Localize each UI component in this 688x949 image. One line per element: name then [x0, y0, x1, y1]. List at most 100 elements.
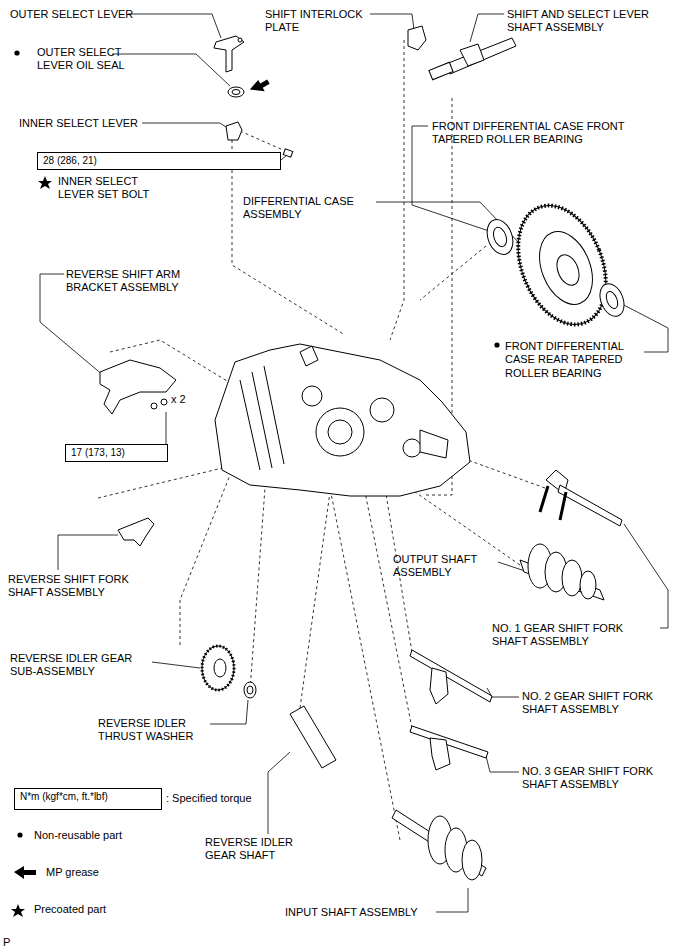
part-name: NO. 2 GEAR SHIFT FORK SHAFT ASSEMBLY: [522, 690, 682, 717]
transaxle-case: [302, 386, 322, 406]
transaxle-case: [403, 439, 421, 457]
no1-fork-shaft: [540, 470, 622, 526]
shift-select-shaft: [429, 38, 516, 80]
assembly-lines: [98, 465, 235, 498]
idler-gear-shaft: [290, 706, 336, 768]
legend-symbols: [11, 50, 500, 917]
reverse-idler-gear: [214, 659, 226, 677]
thrust-washer: [244, 682, 256, 698]
leader-lines: [58, 535, 118, 570]
no1-fork-shaft: [540, 486, 566, 520]
outer-select-lever: [214, 36, 244, 72]
leader-lines: [128, 14, 221, 38]
torque-box: N*m (kgf*cm, ft.*lbf): [14, 788, 162, 810]
part-name: NO. 3 GEAR SHIFT FORK SHAFT ASSEMBLY: [522, 765, 682, 792]
torque-box: 17 (173, 13): [65, 444, 168, 462]
part-name: SHIFT INTERLOCK PLATE: [265, 8, 369, 35]
differential: [530, 224, 603, 312]
legend-symbols: [14, 866, 36, 879]
leader-lines: [624, 524, 668, 628]
input-shaft: [462, 840, 482, 880]
part-name: INNER SELECT LEVER: [19, 117, 138, 130]
inner-select-lever: [226, 122, 242, 140]
front-bearing: [491, 226, 509, 249]
no3-fork-shaft: [430, 738, 450, 770]
transaxle-case: [215, 344, 470, 496]
leader-lines: [470, 14, 504, 42]
leader-lines: [40, 14, 668, 912]
leader-lines: [210, 700, 248, 724]
reverse-shift-arm-bracket: [151, 403, 157, 409]
legend-text: Precoated part: [34, 903, 106, 916]
no1-fork-shaft: [558, 485, 622, 526]
leader-lines: [268, 752, 290, 834]
torque-box: 28 (286, 21): [37, 152, 281, 170]
output-shaft: [580, 571, 596, 599]
interlock-plate: [408, 26, 426, 50]
rear-bearing: [604, 290, 620, 310]
leader-lines: [112, 54, 230, 86]
input-shaft: [392, 810, 486, 880]
legend-symbols: [11, 904, 25, 917]
legend-symbols: [14, 50, 19, 55]
assembly-lines: [300, 492, 330, 708]
rear-bearing: [595, 280, 628, 320]
thrust-washer: [247, 686, 253, 694]
part-name: REVERSE IDLER THRUST WASHER: [98, 717, 208, 744]
differential: [502, 193, 623, 338]
leader-lines: [618, 302, 668, 352]
oil-seal: [228, 87, 244, 97]
transaxle-case: [370, 398, 394, 422]
reverse-idler-gear: [202, 646, 234, 690]
assembly-lines: [390, 40, 404, 340]
interlock-plate: [408, 26, 426, 50]
part-name: DIFFERENTIAL CASE ASSEMBLY: [243, 195, 368, 222]
leader-lines: [142, 123, 226, 127]
leader-lines: [152, 662, 200, 668]
part-name: FRONT DIFFERENTIAL CASE FRONT TAPERED RO…: [432, 120, 644, 147]
differential: [502, 193, 623, 338]
reverse-shift-arm-bracket: [161, 399, 167, 405]
shift-select-shaft: [429, 62, 453, 80]
assembly-lines: [330, 488, 400, 840]
reverse-idler-gear: [202, 646, 234, 690]
shift-select-shaft: [460, 44, 484, 66]
reverse-shift-arm-bracket: [100, 360, 176, 414]
part-name: REVERSE SHIFT FORK SHAFT ASSEMBLY: [8, 573, 146, 600]
part-name: OUTPUT SHAFT ASSEMBLY: [393, 553, 493, 580]
no2-fork-shaft: [410, 650, 492, 704]
outer-select-lever: [214, 36, 244, 72]
output-shaft: [562, 560, 582, 596]
part-name: OUTER SELECT LEVER: [10, 8, 133, 21]
output-shaft: [520, 544, 604, 600]
assembly-lines: [420, 246, 486, 300]
legend-symbols: [17, 832, 22, 837]
oil-seal: [232, 90, 240, 95]
legend-text: MP grease: [46, 866, 99, 879]
reverse-idler-gear: [202, 646, 234, 690]
oil-seal: [228, 87, 244, 97]
no3-fork-shaft: [410, 726, 488, 770]
part-name: REVERSE IDLER GEAR SUB-ASSEMBLY: [10, 652, 152, 679]
part-name: NO. 1 GEAR SHIFT FORK SHAFT ASSEMBLY: [492, 622, 660, 649]
legend-symbols: [494, 342, 499, 347]
quantity-note: x 2: [171, 393, 186, 406]
figure-code: P: [3, 936, 10, 949]
reverse-shift-fork-shaft: [118, 518, 154, 546]
inner-select-lever: [283, 149, 293, 157]
reverse-shift-fork-shaft: [118, 518, 154, 546]
leader-lines: [370, 14, 414, 30]
legend-symbols: [38, 176, 52, 189]
no2-fork-shaft: [410, 650, 492, 702]
torque-value: N*m (kgf*cm, ft.*lbf): [20, 791, 156, 803]
part-name: INNER SELECT LEVER SET BOLT: [58, 175, 156, 202]
front-bearing: [483, 216, 518, 258]
leader-lines: [485, 752, 519, 772]
no2-fork-shaft: [430, 668, 448, 704]
transaxle-case: [420, 430, 448, 458]
part-name: INPUT SHAFT ASSEMBLY: [285, 906, 418, 919]
transaxle-case: [328, 420, 352, 444]
thrust-washer: [244, 682, 256, 698]
no3-fork-shaft: [410, 726, 488, 758]
